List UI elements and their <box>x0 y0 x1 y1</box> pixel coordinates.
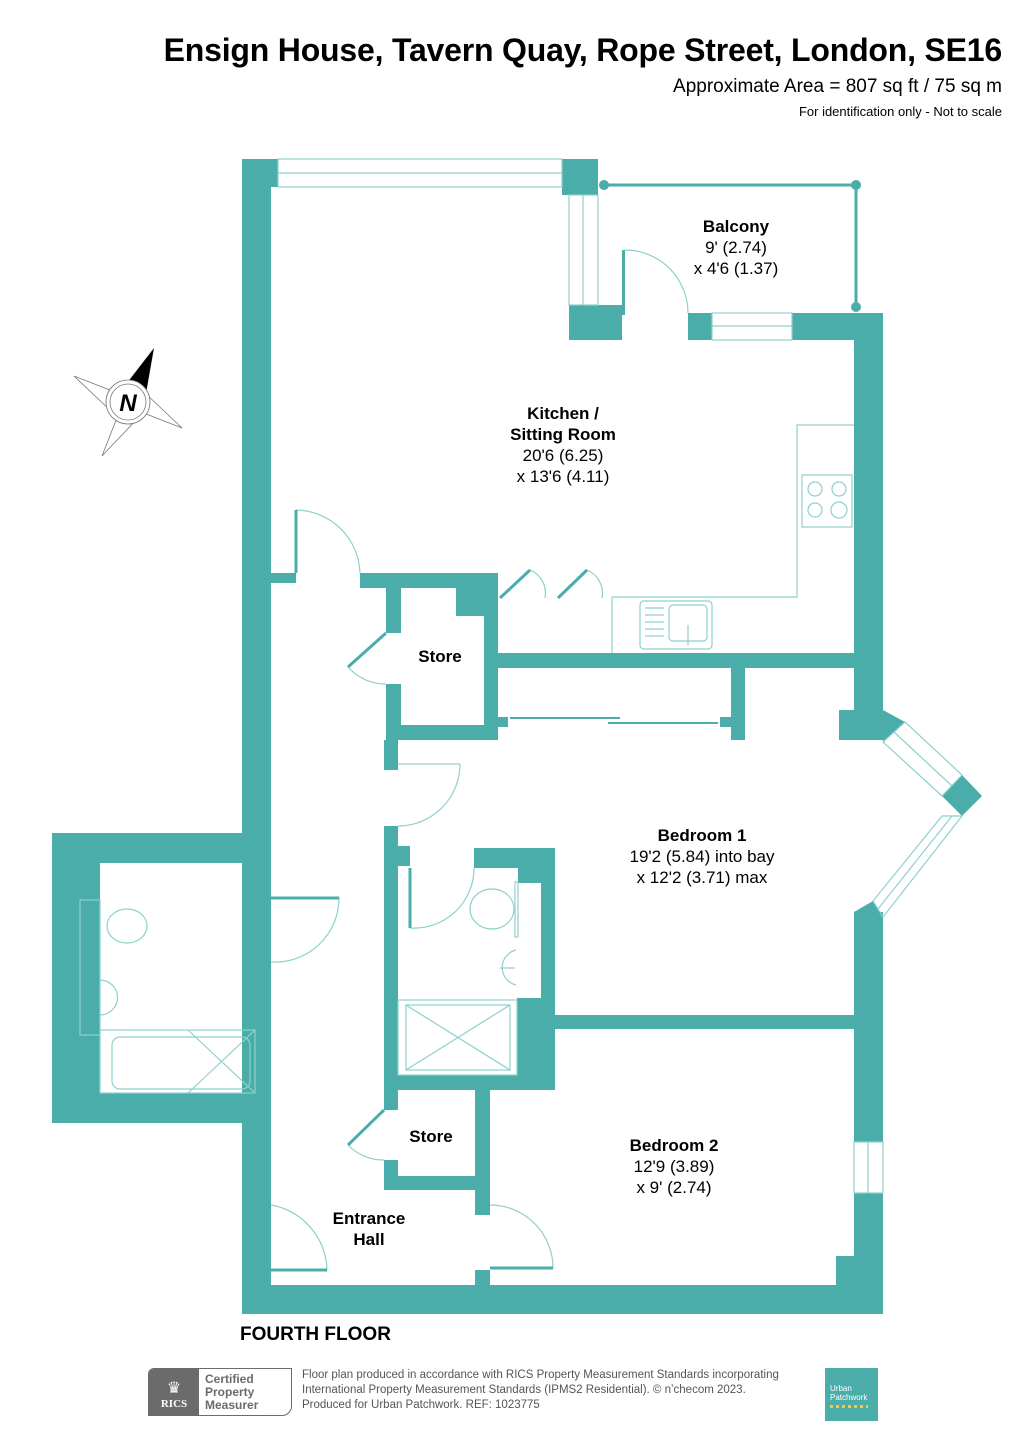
header: Ensign House, Tavern Quay, Rope Street, … <box>163 30 1003 120</box>
cert-line: Property <box>205 1385 255 1399</box>
scale-disclaimer: For identification only - Not to scale <box>798 104 1002 119</box>
room-name: Bedroom 1 <box>657 826 747 845</box>
room-name: Hall <box>353 1230 385 1249</box>
brand-line: Urban <box>830 1384 852 1393</box>
floor-label: FOURTH FLOOR <box>240 1324 391 1345</box>
brand-dots <box>830 1405 868 1408</box>
footer-line: Produced for Urban Patchwork. REF: 10237… <box>302 1399 540 1411</box>
room-bedroom-1: Bedroom 1 19'2 (5.84) into bay x 12'2 (3… <box>629 825 774 888</box>
rics-certification: Certified Property Measurer <box>199 1369 291 1415</box>
cert-line: Measurer <box>205 1398 259 1412</box>
room-dimension: x 4'6 (1.37) <box>693 259 779 278</box>
room-dimension: 20'6 (6.25) <box>522 446 604 465</box>
room-name: Store <box>409 1127 453 1146</box>
room-kitchen-sitting: Kitchen / Sitting Room 20'6 (6.25) x 13'… <box>510 403 616 487</box>
room-store-2: Store <box>409 1126 452 1147</box>
property-title: Ensign House, Tavern Quay, Rope Street, … <box>163 32 1003 68</box>
cert-line: Certified <box>205 1372 254 1386</box>
footer: ♛ RICS Certified Property Measurer Floor… <box>148 1368 878 1421</box>
approximate-area: Approximate Area = 807 sq ft / 75 sq m <box>673 76 1002 97</box>
rics-badge: ♛ RICS Certified Property Measurer <box>148 1368 292 1416</box>
room-name: Bedroom 2 <box>629 1136 719 1155</box>
room-store-1: Store <box>418 646 461 667</box>
room-dimension: x 12'2 (3.71) max <box>636 868 768 887</box>
walls <box>52 159 982 1314</box>
lion-icon: ♛ <box>166 1380 182 1397</box>
room-name: Kitchen / <box>527 404 599 423</box>
room-dimension: x 9' (2.74) <box>636 1178 712 1197</box>
room-balcony: Balcony 9' (2.74) x 4'6 (1.37) <box>694 216 779 279</box>
footer-line: Floor plan produced in accordance with R… <box>302 1369 779 1381</box>
urban-patchwork-logo: Urban Patchwork <box>825 1368 878 1421</box>
room-entrance-hall: Entrance Hall <box>333 1208 406 1250</box>
compass-north-icon: N <box>73 348 183 457</box>
room-dimension: 12'9 (3.89) <box>633 1157 715 1176</box>
footer-line: International Property Measurement Stand… <box>302 1384 746 1396</box>
room-name: Balcony <box>702 217 770 236</box>
brand-line: Patchwork <box>830 1393 868 1402</box>
rail-posts <box>599 180 861 312</box>
windows-and-fixtures <box>79 158 964 1271</box>
room-dimension: 19'2 (5.84) into bay <box>629 847 775 866</box>
rics-logo: ♛ RICS <box>149 1369 199 1415</box>
room-dimension: x 13'6 (4.11) <box>516 467 610 486</box>
door-leaves <box>271 510 589 1272</box>
room-name: Entrance <box>332 1209 406 1228</box>
room-name: Sitting Room <box>510 425 616 444</box>
footer-notice: Floor plan produced in accordance with R… <box>302 1368 832 1413</box>
svg-text:N: N <box>119 390 137 417</box>
room-name: Store <box>418 647 462 666</box>
room-bedroom-2: Bedroom 2 12'9 (3.89) x 9' (2.74) <box>630 1135 719 1198</box>
room-dimension: 9' (2.74) <box>705 238 767 257</box>
rics-mark-text: RICS <box>160 1398 188 1410</box>
